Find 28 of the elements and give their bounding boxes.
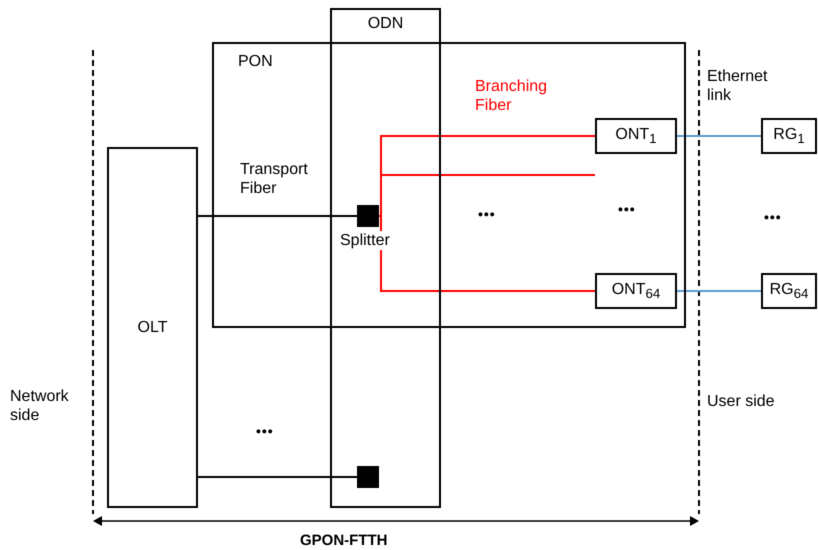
terminal-box: ONT$_{64}$ [595, 273, 677, 309]
gateway-box: RG$_{64}$ [761, 273, 817, 309]
splitter-square [357, 466, 379, 488]
link-label: Ethernet link [707, 67, 768, 105]
splitter-label: Splitter [340, 231, 390, 250]
terminal-box: OLT [107, 147, 198, 508]
network-region-box [212, 42, 686, 328]
connector-line [677, 290, 761, 292]
gateway-box: RG$_{1}$ [761, 118, 817, 154]
terminal-box: ONT$_{1}$ [595, 118, 677, 154]
connector-line [378, 215, 595, 292]
fiber-label: Transport Fiber [240, 160, 309, 198]
connector-line [677, 135, 761, 137]
splitter-square [357, 205, 379, 227]
fiber-label: Branching Fiber [475, 77, 548, 115]
caption: GPON-FTTH [300, 531, 388, 550]
region-label: ODN [366, 14, 404, 33]
ellipsis: ••• [618, 200, 636, 219]
ellipsis: ••• [764, 208, 782, 227]
connector-line [198, 215, 357, 217]
region-label: PON [238, 52, 273, 71]
side-label: User side [707, 392, 776, 411]
connector-line [378, 174, 595, 217]
side-label: Network side [10, 387, 70, 425]
connector-line [198, 476, 357, 478]
distribution-region-box [330, 8, 441, 508]
ellipsis: ••• [256, 422, 274, 441]
ellipsis: ••• [478, 205, 496, 224]
